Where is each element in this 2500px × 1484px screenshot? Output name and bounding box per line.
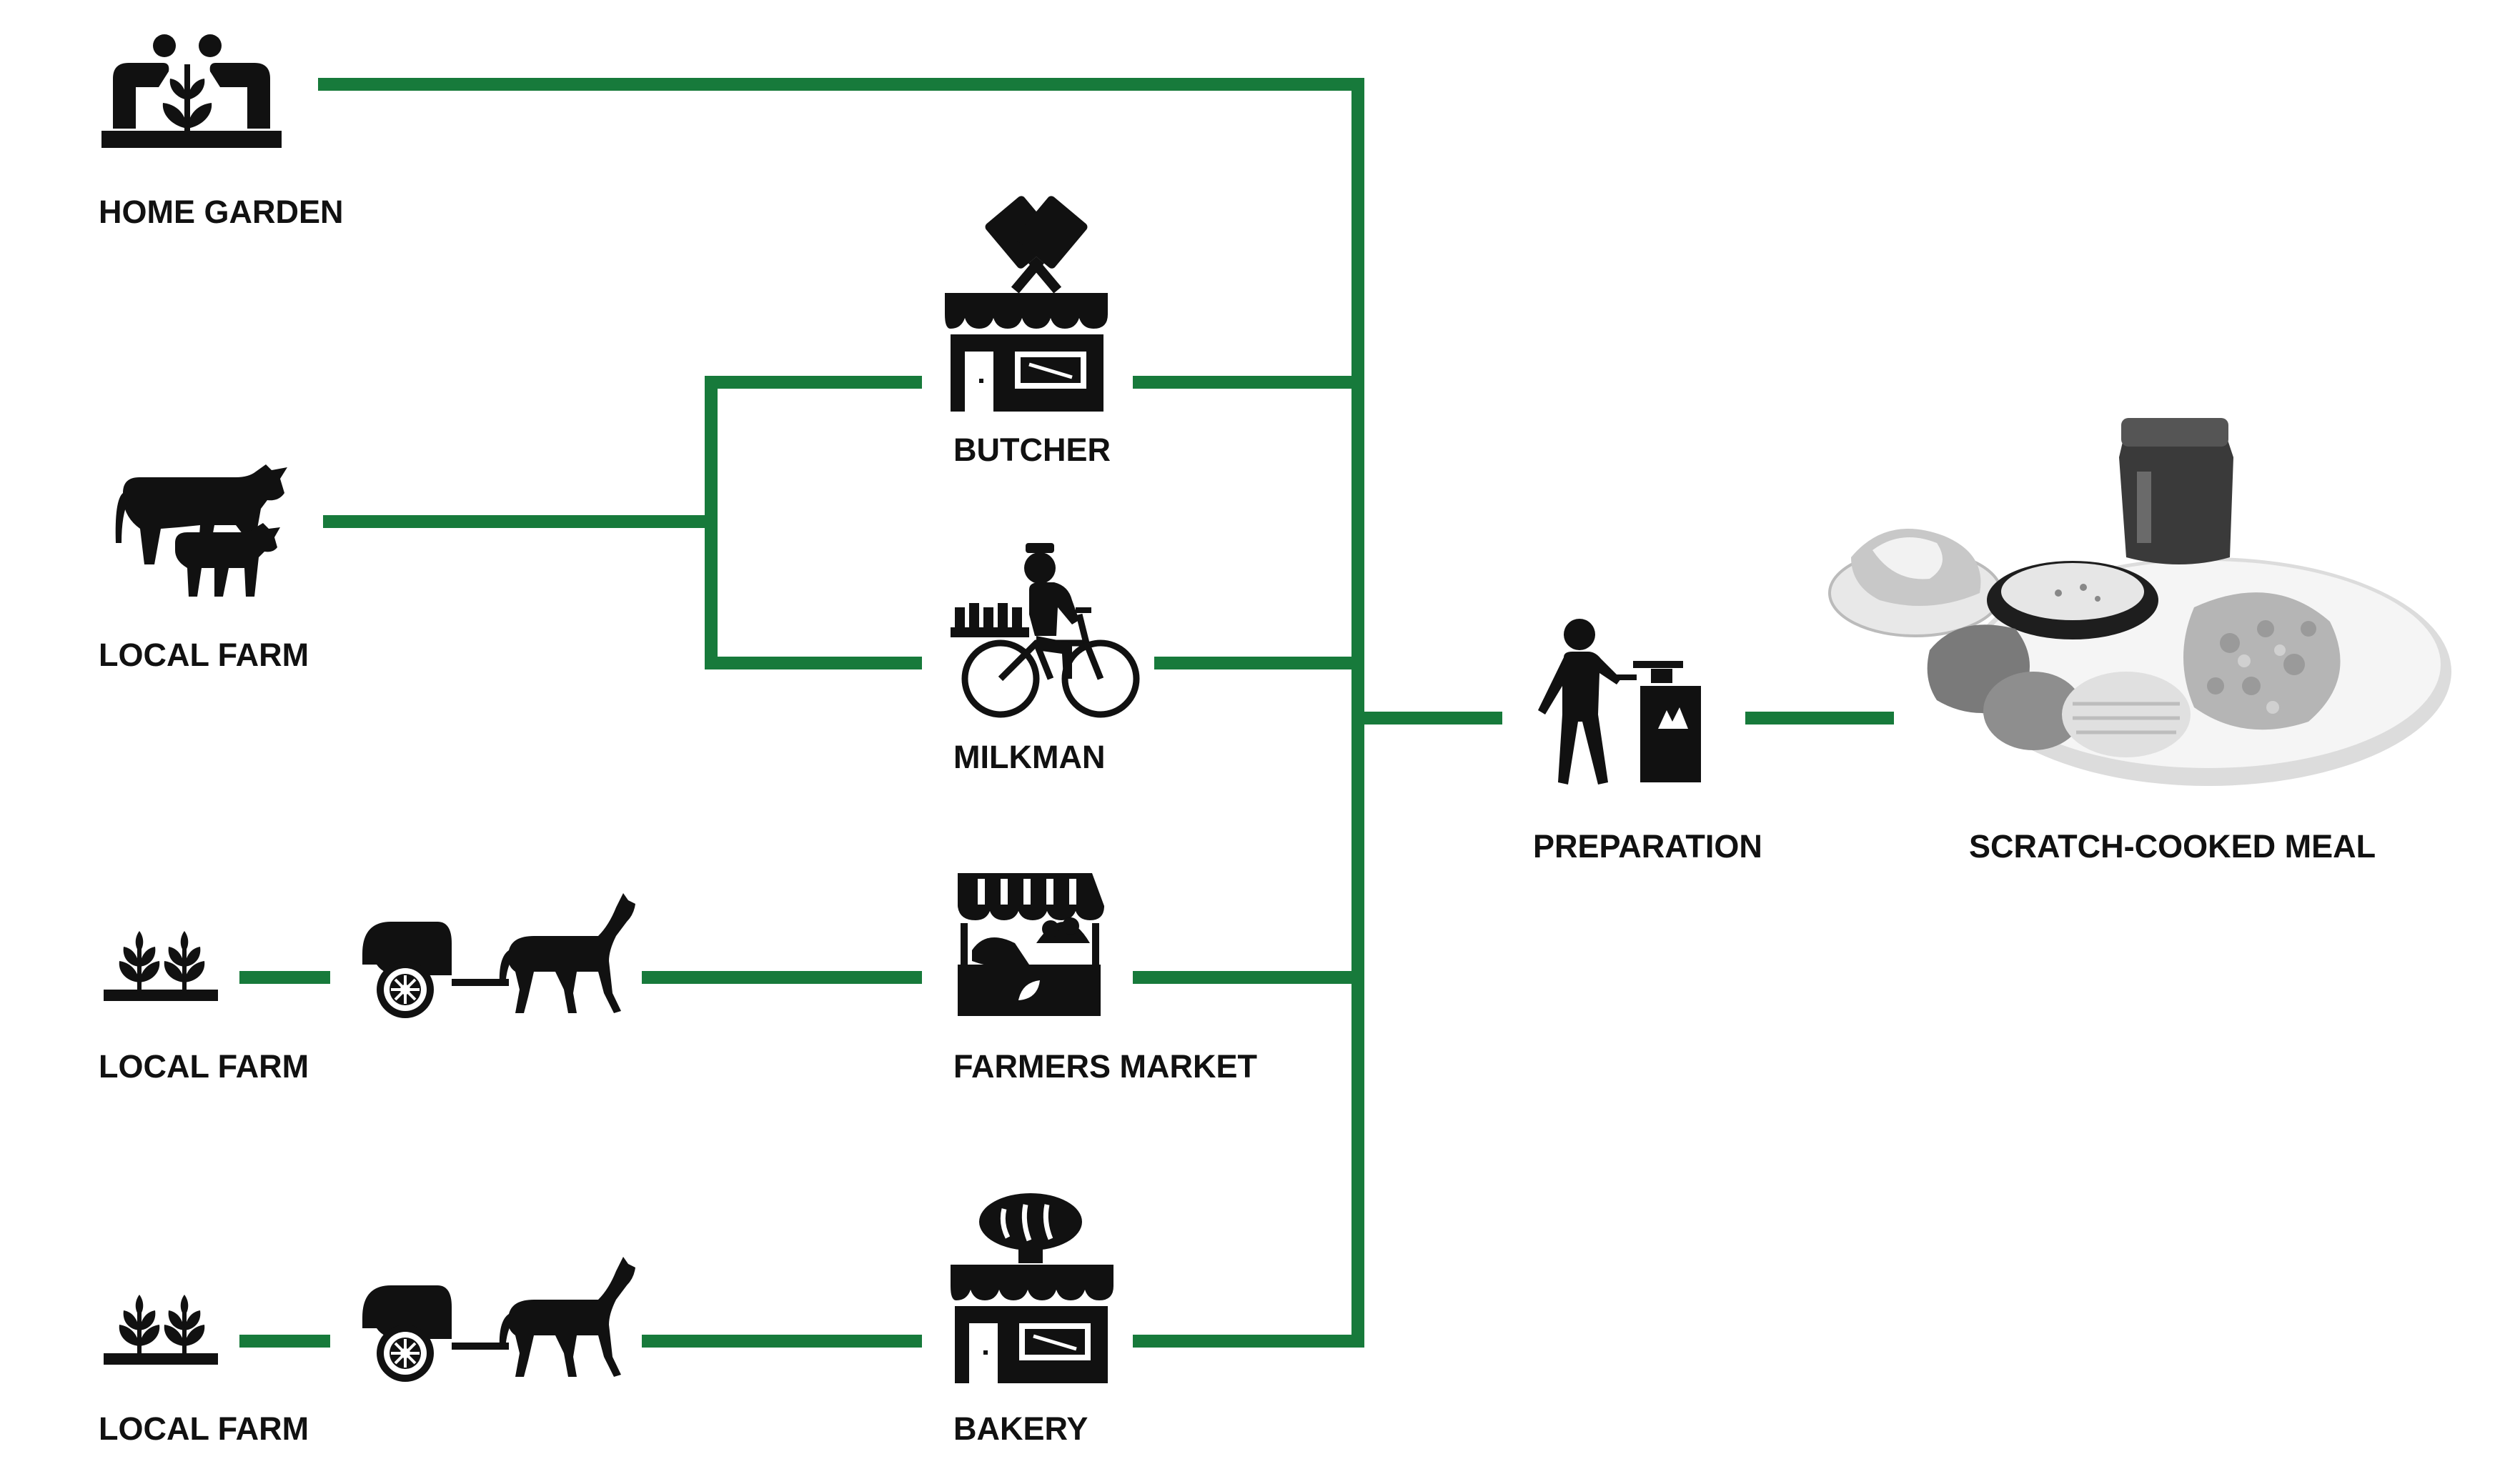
local-farm-crops-1-label: LOCAL FARM [99, 1048, 309, 1085]
milkman-bicycle-icon [951, 543, 1140, 718]
meal-label: SCRATCH-COOKED MEAL [1969, 828, 2376, 865]
horse-cart-icon [361, 1255, 637, 1383]
cook-at-stove-icon [1538, 619, 1701, 785]
gardeners-icon [101, 34, 282, 148]
bakery-shop-icon [951, 1193, 1113, 1383]
market-stall-icon [958, 873, 1104, 1016]
farmers-market-label: FARMERS MARKET [953, 1048, 1257, 1085]
crops-icon [104, 931, 218, 1001]
edge-home-garden-to-trunk [318, 78, 1364, 1343]
horse-cart-icon [361, 892, 637, 1020]
milkman-label: MILKMAN [953, 739, 1105, 775]
meal-plate-photo [1828, 418, 2451, 786]
connector-lines [239, 78, 1894, 1348]
bakery-label: BAKERY [953, 1410, 1088, 1447]
edge-farm-branch [705, 376, 922, 669]
butcher-shop-icon [945, 196, 1108, 412]
home-garden-label: HOME GARDEN [99, 194, 344, 230]
crops-icon [104, 1295, 218, 1365]
butcher-label: BUTCHER [953, 432, 1111, 468]
local-farm-livestock-label: LOCAL FARM [99, 637, 309, 673]
preparation-label: PREPARATION [1533, 828, 1762, 865]
cattle-icon [115, 464, 287, 597]
local-farm-crops-2-label: LOCAL FARM [99, 1410, 309, 1447]
